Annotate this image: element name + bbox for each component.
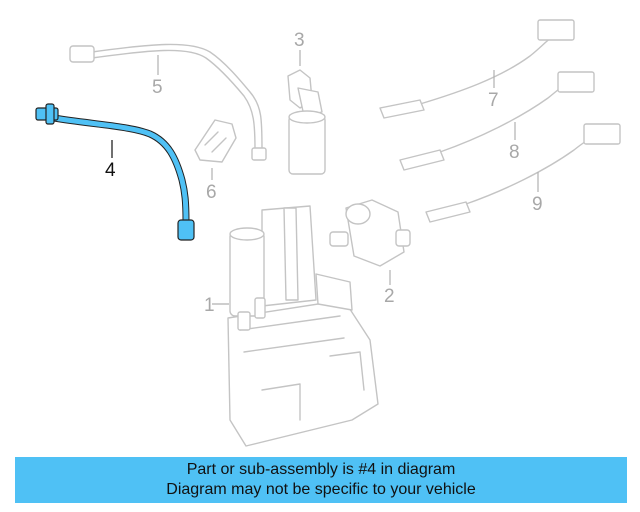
part-5-hose[interactable] [69,43,267,161]
banner-line-1: Part or sub-assembly is #4 in diagram [186,461,456,478]
part-6-bracket[interactable] [194,119,237,163]
part-3-canister[interactable] [287,69,326,175]
part-9-sensor[interactable] [425,123,621,223]
callout-9: 9 [532,194,543,215]
callout-8: 8 [509,142,520,163]
part-4-tube[interactable] [35,103,195,241]
part-1-evap-canister[interactable] [227,205,379,447]
info-banner: Part or sub-assembly is #4 in diagram Di… [15,457,627,503]
callout-5: 5 [152,77,163,98]
callout-1: 1 [204,295,215,316]
callout-7: 7 [488,90,499,111]
callout-6: 6 [206,182,217,203]
part-7-sensor[interactable] [379,19,575,119]
part-2-valve[interactable] [329,199,411,267]
callout-2: 2 [384,286,395,307]
callout-4: 4 [105,160,116,181]
banner-line-2: Diagram may not be specific to your vehi… [166,481,476,498]
parts-diagram: 1 2 3 4 5 6 7 8 9 [35,19,621,447]
part-8-sensor[interactable] [399,71,595,171]
callout-3: 3 [294,30,305,51]
